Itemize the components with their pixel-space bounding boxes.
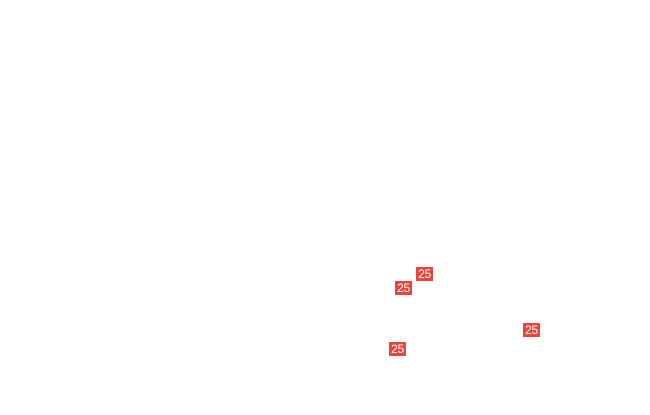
- map-marker-badge[interactable]: 25: [523, 323, 540, 337]
- map-marker-badge[interactable]: 25: [416, 267, 433, 281]
- map-marker-badge[interactable]: 25: [395, 281, 412, 295]
- map-marker-badge[interactable]: 25: [389, 342, 406, 356]
